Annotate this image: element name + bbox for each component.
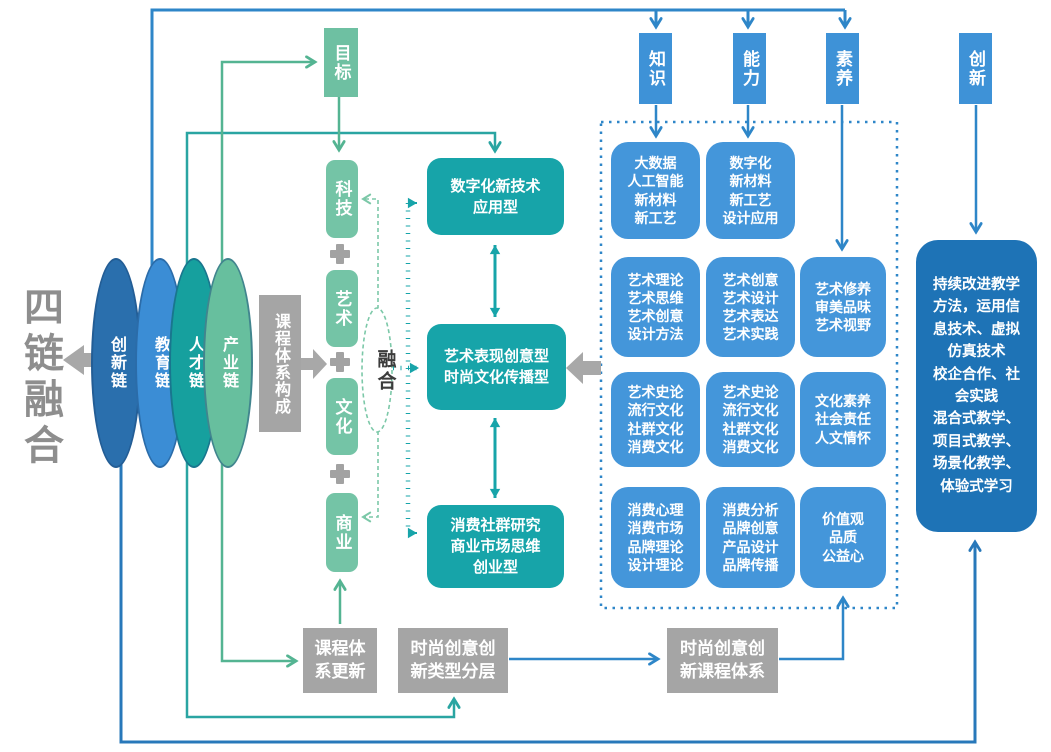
matrix-cell: 消费分析 品牌创意 产品设计 品牌传播: [706, 487, 795, 588]
matrix-cell-text: 艺术创意 艺术设计 艺术表达 艺术实践: [722, 271, 779, 343]
program-type-art-fashion: 艺术表现创意型 时尚文化传播型: [427, 324, 566, 410]
curriculum-construct-box: 课程体系构成: [259, 295, 301, 432]
matrix-cell: 数字化 新材料 新工艺 设计应用: [706, 142, 795, 239]
matrix-cell-text: 价值观 品质 公益心: [822, 511, 864, 564]
matrix-cell-text: 艺术修养 审美品味 艺术视野: [815, 280, 871, 334]
fashion-innovation-type-box: 时尚创意创 新类型分层: [398, 628, 508, 693]
matrix-cell-text: 大数据 人工智能 新材料 新工艺: [627, 155, 684, 226]
pillar-label: 科技: [332, 180, 352, 218]
talent-chain-lines: [185, 131, 495, 719]
pillar-label: 商业: [332, 513, 352, 552]
chain-label: 教育链: [152, 336, 169, 390]
matrix-cell-text: 艺术理论 艺术思维 艺术创意 设计方法: [627, 271, 684, 343]
fusion-dotted-line: [393, 197, 419, 539]
chain-label: 产业链: [220, 336, 237, 390]
bottom-box-label: 时尚创意创 新课程体系: [680, 639, 765, 681]
matrix-cell: 文化素养 社会责任 人文情怀: [800, 372, 886, 467]
plus-icon: [330, 244, 350, 484]
chain-label: 创新链: [108, 336, 125, 390]
pillar-label: 文化: [332, 397, 352, 436]
curriculum-construct-label: 课程体系构成: [272, 312, 289, 415]
goal-box: 目标: [324, 28, 358, 97]
program-type-label: 艺术表现创意型 时尚文化传播型: [443, 348, 549, 386]
matrix-cell-text: 艺术史论 流行文化 社群文化 消费文化: [722, 384, 779, 455]
fusion-dashed-feedback: [361, 193, 379, 523]
left-block-arrow-to-title: [63, 345, 104, 375]
header-literacy: 素养: [826, 33, 859, 104]
matrix-cell: 艺术修养 审美品味 艺术视野: [800, 257, 886, 357]
pillar-label: 艺术: [332, 289, 352, 328]
chain-ellipse-industry: 产业链: [203, 258, 253, 468]
header-ability: 能力: [733, 33, 766, 104]
header-label: 能力: [740, 49, 759, 88]
pillar-box-culture: 文化: [326, 378, 358, 455]
program-type-consumer-business: 消费社群研究 商业市场思维 创业型: [427, 505, 564, 588]
matrix-cell: 大数据 人工智能 新材料 新工艺: [611, 142, 700, 239]
matrix-cell: 价值观 品质 公益心: [800, 487, 886, 588]
program-type-digital: 数字化新技术 应用型: [427, 158, 564, 235]
header-label: 知识: [646, 49, 665, 88]
matrix-cell: 消费心理 消费市场 品牌理论 设计理论: [611, 487, 700, 588]
edu-chain-top-line: [150, 8, 845, 370]
competency-drop-lines: [656, 105, 976, 249]
matrix-cell: 艺术创意 艺术设计 艺术表达 艺术实践: [706, 257, 795, 357]
header-innovation: 创新: [959, 33, 992, 104]
page-title-text: 四链融合: [18, 286, 62, 470]
matrix-cell-text: 消费分析 品牌创意 产品设计 品牌传播: [722, 502, 779, 573]
left-block-arrow-to-program: [566, 352, 601, 384]
fusion-text: 融合: [374, 349, 396, 393]
pillar-box-tech: 科技: [326, 160, 358, 238]
right-block-arrow-construct: [299, 349, 327, 379]
innovation-chain-bottom-line: [119, 370, 975, 744]
fusion-ellipse: [361, 307, 393, 433]
chain-label: 人才链: [186, 336, 203, 390]
course-system-flow-lines: [509, 598, 843, 659]
bottom-box-label: 时尚创意创 新类型分层: [410, 639, 496, 681]
goal-label: 目标: [331, 43, 351, 82]
course-system-update-box: 课程体 系更新: [303, 628, 377, 693]
matrix-cell-text: 艺术史论 流行文化 社群文化 消费文化: [627, 384, 684, 455]
header-label: 创新: [966, 49, 985, 88]
page-title: 四链融合: [14, 278, 66, 478]
matrix-cell: 艺术史论 流行文化 社群文化 消费文化: [611, 372, 700, 467]
bottom-box-label: 课程体 系更新: [314, 639, 366, 681]
teaching-methods-box: 持续改进教学 方法，运用信 息技术、虚拟 仿真技术 校企合作、社 会实践 混合式…: [916, 240, 1037, 532]
header-knowledge: 知识: [639, 33, 672, 104]
pillar-box-art: 艺术: [326, 270, 358, 347]
program-type-label: 消费社群研究 商业市场思维 创业型: [450, 517, 541, 576]
matrix-cell: 艺术理论 艺术思维 艺术创意 设计方法: [611, 257, 700, 357]
matrix-cell-text: 数字化 新材料 新工艺 设计应用: [722, 155, 779, 226]
matrix-cell: 艺术史论 流行文化 社群文化 消费文化: [706, 372, 795, 467]
fashion-innovation-curriculum-box: 时尚创意创 新课程体系: [667, 628, 778, 693]
header-label: 素养: [833, 49, 852, 88]
matrix-cell-text: 文化素养 社会责任 人文情怀: [815, 393, 871, 446]
pillar-box-business: 商业: [326, 493, 358, 572]
program-type-label: 数字化新技术 应用型: [450, 177, 541, 216]
teaching-methods-text: 持续改进教学 方法，运用信 息技术、虚拟 仿真技术 校企合作、社 会实践 混合式…: [933, 276, 1020, 495]
matrix-cell-text: 消费心理 消费市场 品牌理论 设计理论: [627, 502, 684, 573]
fusion-label: 融合: [366, 338, 404, 404]
chain-ellipse-innovation: 创新链: [91, 258, 141, 468]
